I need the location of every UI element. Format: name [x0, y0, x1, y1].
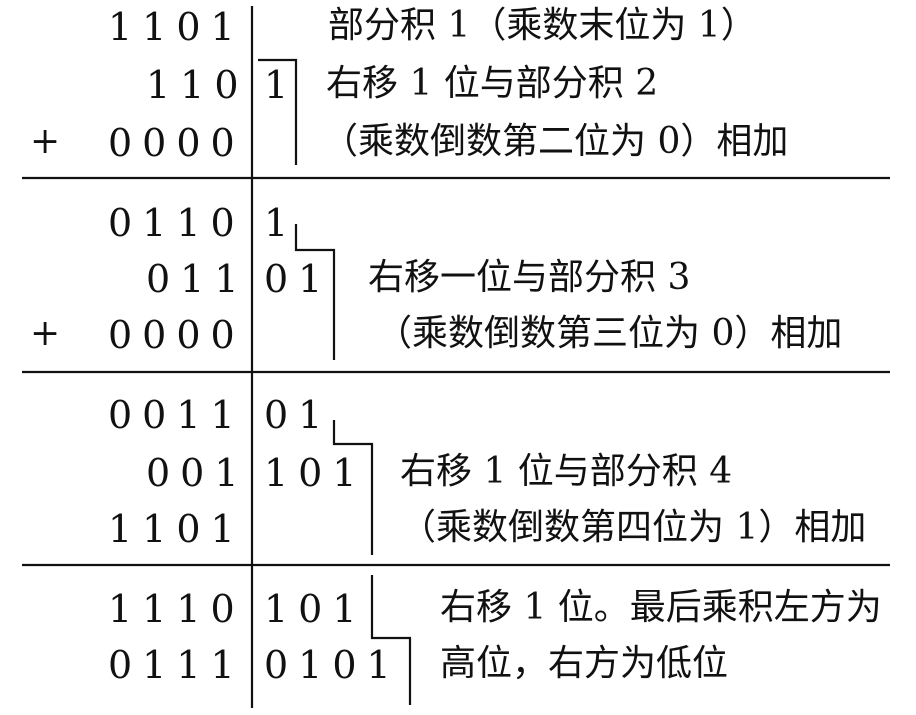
block2-row3-high: 0000 — [108, 313, 245, 357]
result-row2-low: 0101 — [264, 643, 401, 687]
block1-row2-low: 1 — [264, 63, 299, 107]
shift-marker-1 — [258, 58, 298, 165]
block1-row1-high: 1101 — [108, 5, 245, 49]
block1-row2-high: 110 — [146, 63, 249, 107]
block2-plus-sign: + — [30, 313, 61, 354]
shift-marker-4 — [370, 575, 412, 705]
block1-row2-note: 右移 1 位与部分积 2 — [326, 63, 659, 104]
block3-row3-note: （乘数倒数第四位为 1）相加 — [400, 507, 867, 548]
result-row2-high: 0111 — [108, 643, 245, 687]
block3-row3-high: 1101 — [108, 507, 245, 551]
block1-plus-sign: + — [30, 121, 61, 162]
block2-row1-high: 0110 — [108, 201, 245, 245]
block3-row1-high: 0011 — [108, 393, 245, 437]
block3-row2-low: 101 — [264, 451, 367, 495]
block2-row3-note: （乘数倒数第三位为 0）相加 — [376, 313, 843, 354]
block1-row1-note: 部分积 1（乘数末位为 1） — [328, 5, 757, 46]
shift-marker-2 — [294, 224, 336, 360]
block2-row1-low: 1 — [264, 201, 299, 245]
block2-row2-low: 01 — [264, 257, 333, 301]
block3-row2-note: 右移 1 位与部分积 4 — [400, 451, 733, 492]
result-row2-note: 高位，右方为低位 — [440, 643, 729, 684]
block2-row2-note: 右移一位与部分积 3 — [368, 257, 691, 298]
block3-row1-low: 01 — [264, 393, 333, 437]
block3-row2-high: 001 — [146, 451, 249, 495]
block1-row3-note: （乘数倒数第二位为 0）相加 — [322, 121, 789, 162]
shift-marker-3 — [332, 420, 374, 555]
result-row1-high: 1110 — [108, 587, 245, 631]
result-row1-low: 101 — [264, 587, 367, 631]
block2-row2-high: 011 — [146, 257, 249, 301]
result-row1-note: 右移 1 位。最后乘积左方为 — [440, 587, 882, 628]
block1-row3-high: 0000 — [108, 121, 245, 165]
